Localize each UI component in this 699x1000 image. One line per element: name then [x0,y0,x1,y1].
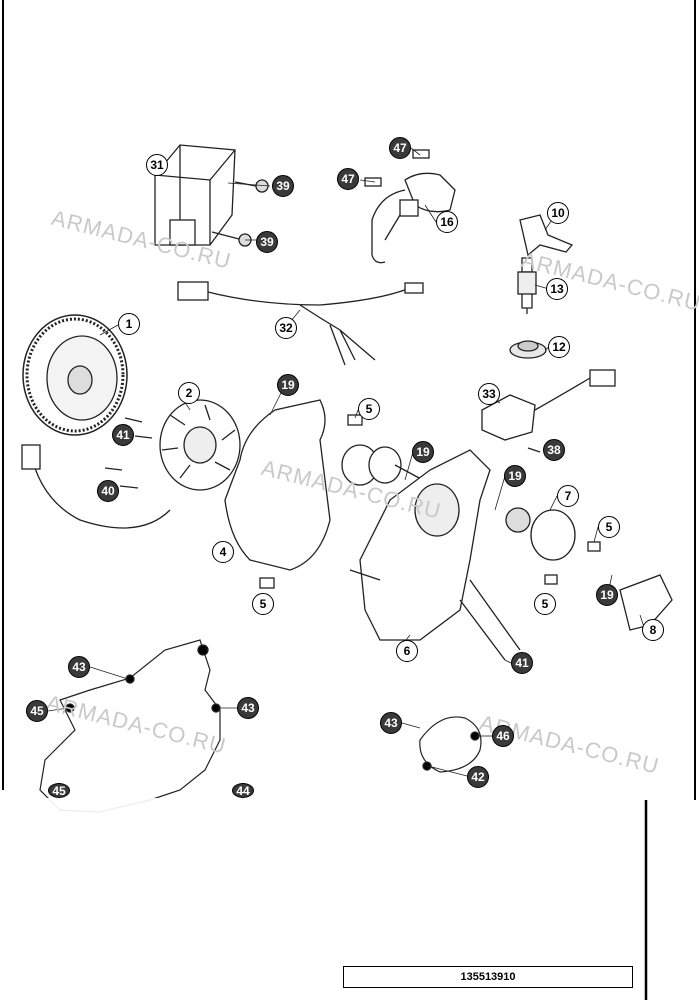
callout-19: 19 [596,584,618,606]
cover-gasket-part [224,399,331,571]
callout-7: 7 [557,485,579,507]
callout-41: 41 [511,652,533,674]
callout-39: 39 [272,175,294,197]
screws-41-upper [124,417,153,439]
callout-46: 46 [492,725,514,747]
callout-19: 19 [504,465,526,487]
callout-43: 43 [380,712,402,734]
callout-42: 42 [467,766,489,788]
pump-cover-part [619,574,673,631]
bolt-39-lower [211,231,252,247]
callout-45: 45 [26,700,48,722]
callout-5: 5 [252,593,274,615]
bolt-39-upper [234,179,269,193]
callout-12: 12 [548,336,570,358]
spark-plug-part [517,257,537,314]
ecu-unit-part [154,144,236,246]
callout-8: 8 [642,619,664,641]
screw-38 [527,447,541,453]
callout-10: 10 [547,202,569,224]
callout-33: 33 [478,383,500,405]
callout-47: 47 [337,168,359,190]
callout-16: 16 [436,211,458,233]
bushing-parts [259,414,601,589]
callout-4: 4 [212,541,234,563]
callout-5: 5 [358,398,380,420]
wiring-harness-part [177,281,424,366]
drawing-number-box: 135513910 [343,966,633,988]
small-gasket-outline [419,716,482,773]
callout-19: 19 [277,374,299,396]
flywheel-part [22,314,128,436]
screws-40 [104,467,139,489]
callout-43: 43 [68,656,90,678]
callout-41: 41 [112,424,134,446]
callout-5: 5 [598,516,620,538]
voltage-regulator-part [481,369,616,441]
callout-39: 39 [256,231,278,253]
stator-part [21,399,241,529]
callout-43: 43 [237,697,259,719]
pump-gear-part [505,507,531,533]
callout-47: 47 [389,137,411,159]
spark-plug-cap-part [519,214,574,257]
drawing-number: 135513910 [460,971,516,983]
callout-6: 6 [396,640,418,662]
callout-2: 2 [178,382,200,404]
callout-45: 45 [48,783,70,798]
callout-1: 1 [118,313,140,335]
idler-gear-part [341,444,461,501]
callout-13: 13 [546,278,568,300]
callout-40: 40 [97,480,119,502]
callout-19: 19 [412,441,434,463]
callout-32: 32 [275,317,297,339]
callout-44: 44 [232,783,254,798]
ignition-cover-part [349,449,521,661]
small-gasket-part [530,509,576,561]
ignition-coil-part [364,149,456,264]
callout-38: 38 [543,439,565,461]
callout-31: 31 [146,154,168,176]
callout-5: 5 [534,593,556,615]
rubber-seal-part [509,340,547,359]
